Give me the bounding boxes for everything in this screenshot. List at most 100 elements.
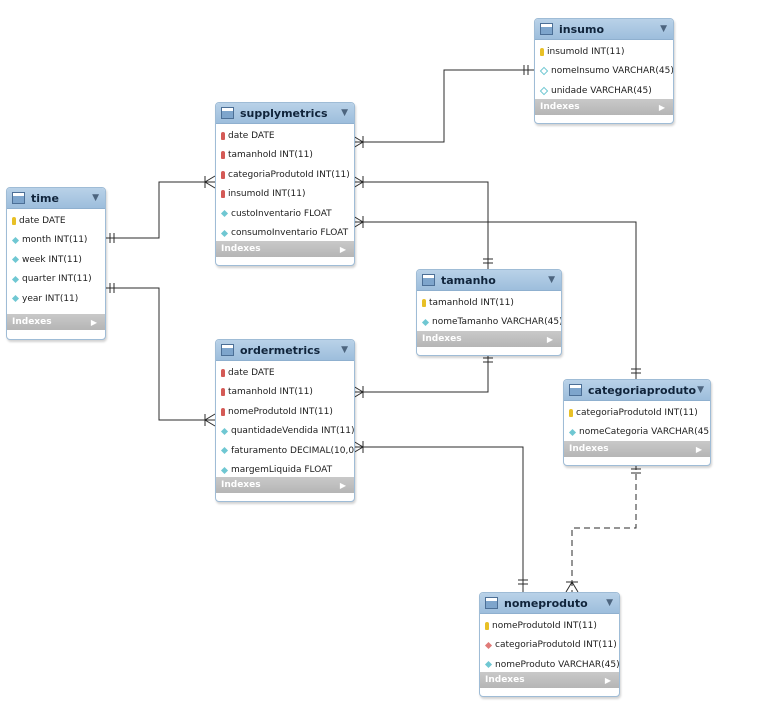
column-row[interactable]: consumoInventario FLOAT <box>216 224 354 244</box>
column-row[interactable]: nomeProduto VARCHAR(45) <box>480 655 619 675</box>
column-row[interactable]: nomeProdutoId INT(11) <box>216 402 354 422</box>
expand-arrow-icon[interactable]: ▶ <box>90 317 97 327</box>
column-label: nomeCategoria VARCHAR(45) <box>579 427 711 438</box>
table-header[interactable]: supplymetrics ▼ <box>216 103 354 124</box>
column-label: nomeProdutoId INT(11) <box>492 620 597 631</box>
column-row[interactable]: month INT(11) <box>7 231 105 251</box>
table-supplymetrics[interactable]: supplymetrics ▼ date DATE tamanhoId INT(… <box>215 102 355 266</box>
table-categoriaproduto[interactable]: categoriaproduto ▼ categoriaProdutoId IN… <box>563 379 711 466</box>
nullable-column-icon <box>539 67 549 76</box>
table-header[interactable]: categoriaproduto ▼ <box>564 380 710 401</box>
indexes-label: Indexes <box>540 102 580 112</box>
relation-time-ordermetrics <box>104 287 215 421</box>
column-row[interactable]: categoriaProdutoId INT(11) <box>480 636 619 656</box>
table-icon <box>569 384 582 396</box>
column-row[interactable]: year INT(11) <box>7 289 105 309</box>
relation-categoria-supplymetrics <box>353 221 637 379</box>
column-row[interactable]: categoriaProdutoId INT(11) <box>564 403 710 423</box>
column-row[interactable]: quarter INT(11) <box>7 270 105 290</box>
table-header[interactable]: insumo ▼ <box>535 19 673 40</box>
column-row[interactable]: quantidadeVendida INT(11) <box>216 422 354 442</box>
table-title: categoriaproduto <box>588 383 697 397</box>
indexes-footer[interactable]: Indexes ▶ <box>535 99 673 115</box>
expand-arrow-icon[interactable]: ▶ <box>695 444 702 454</box>
table-tamanho[interactable]: tamanho ▼ tamanhoId INT(11) nomeTamanho … <box>416 269 562 356</box>
collapse-arrow-icon[interactable]: ▼ <box>606 598 613 608</box>
column-label: insumoId INT(11) <box>547 46 625 57</box>
table-title: ordermetrics <box>240 343 321 357</box>
expand-arrow-icon[interactable]: ▶ <box>339 480 346 490</box>
table-nomeproduto[interactable]: nomeproduto ▼ nomeProdutoId INT(11) cate… <box>479 592 620 697</box>
table-title: time <box>31 191 59 205</box>
column-label: faturamento DECIMAL(10,0) <box>231 445 355 456</box>
table-time[interactable]: time ▼ date DATE month INT(11) week INT(… <box>6 187 106 340</box>
collapse-arrow-icon[interactable]: ▼ <box>660 24 667 34</box>
column-row[interactable]: custoInventario FLOAT <box>216 204 354 224</box>
foreign-key-icon <box>221 170 225 179</box>
foreign-key-icon <box>221 407 225 416</box>
table-icon <box>221 107 234 119</box>
column-label: custoInventario FLOAT <box>231 208 332 219</box>
column-row[interactable]: insumoId INT(11) <box>535 42 673 62</box>
indexes-footer[interactable]: Indexes ▶ <box>417 331 561 347</box>
collapse-arrow-icon[interactable]: ▼ <box>341 345 348 355</box>
column-row[interactable]: tamanhoId INT(11) <box>216 383 354 403</box>
column-label: unidade VARCHAR(45) <box>551 85 652 96</box>
indexes-footer[interactable]: Indexes ▶ <box>7 314 105 330</box>
table-header[interactable]: time ▼ <box>7 188 105 209</box>
nullable-column-icon <box>539 86 549 95</box>
indexes-footer[interactable]: Indexes ▶ <box>216 241 354 257</box>
column-label: categoriaProdutoId INT(11) <box>228 169 350 180</box>
expand-arrow-icon[interactable]: ▶ <box>339 244 346 254</box>
indexes-footer[interactable]: Indexes ▶ <box>564 441 710 457</box>
collapse-arrow-icon[interactable]: ▼ <box>548 275 555 285</box>
table-ordermetrics[interactable]: ordermetrics ▼ date DATE tamanhoId INT(1… <box>215 339 355 502</box>
table-title: tamanho <box>441 273 496 287</box>
column-label: month INT(11) <box>22 235 88 246</box>
indexes-footer[interactable]: Indexes ▶ <box>216 477 354 493</box>
expand-arrow-icon[interactable]: ▶ <box>604 675 611 685</box>
table-icon <box>485 597 498 609</box>
column-row[interactable]: tamanhoId INT(11) <box>216 146 354 166</box>
indexes-footer[interactable]: Indexes ▶ <box>480 672 619 688</box>
column-row[interactable]: margemLiquida FLOAT <box>216 461 354 481</box>
collapse-arrow-icon[interactable]: ▼ <box>92 193 99 203</box>
column-row[interactable]: date DATE <box>7 211 105 231</box>
column-label: nomeInsumo VARCHAR(45) <box>551 66 674 77</box>
collapse-arrow-icon[interactable]: ▼ <box>341 108 348 118</box>
column-label: date DATE <box>228 130 275 141</box>
column-icon <box>220 447 229 455</box>
table-icon <box>12 192 25 204</box>
column-row[interactable]: nomeTamanho VARCHAR(45) <box>417 313 561 333</box>
primary-key-icon <box>569 408 573 417</box>
primary-key-icon <box>485 621 489 630</box>
collapse-arrow-icon[interactable]: ▼ <box>697 385 704 395</box>
table-header[interactable]: tamanho ▼ <box>417 270 561 291</box>
column-row[interactable]: categoriaProdutoId INT(11) <box>216 165 354 185</box>
column-icon <box>220 210 229 218</box>
table-header[interactable]: nomeproduto ▼ <box>480 593 619 614</box>
column-row[interactable]: insumoId INT(11) <box>216 185 354 205</box>
column-label: quantidadeVendida INT(11) <box>231 426 355 437</box>
table-header[interactable]: ordermetrics ▼ <box>216 340 354 361</box>
column-row[interactable]: week INT(11) <box>7 250 105 270</box>
column-row[interactable]: faturamento DECIMAL(10,0) <box>216 441 354 461</box>
table-icon <box>422 274 435 286</box>
indexes-label: Indexes <box>485 675 525 685</box>
column-row[interactable]: tamanhoId INT(11) <box>417 293 561 313</box>
column-row[interactable]: unidade VARCHAR(45) <box>535 81 673 101</box>
foreign-key-icon <box>221 131 225 140</box>
column-row[interactable]: date DATE <box>216 363 354 383</box>
column-icon <box>568 428 577 436</box>
foreign-key-icon <box>221 151 225 160</box>
column-label: categoriaProdutoId INT(11) <box>576 407 698 418</box>
column-label: date DATE <box>228 367 275 378</box>
column-row[interactable]: nomeCategoria VARCHAR(45) <box>564 423 710 443</box>
column-row[interactable]: nomeProdutoId INT(11) <box>480 616 619 636</box>
relation-nomeproduto-ordermetrics <box>353 446 524 592</box>
table-insumo[interactable]: insumo ▼ insumoId INT(11) nomeInsumo VAR… <box>534 18 674 124</box>
column-row[interactable]: nomeInsumo VARCHAR(45) <box>535 62 673 82</box>
expand-arrow-icon[interactable]: ▶ <box>546 334 553 344</box>
column-row[interactable]: date DATE <box>216 126 354 146</box>
expand-arrow-icon[interactable]: ▶ <box>658 102 665 112</box>
